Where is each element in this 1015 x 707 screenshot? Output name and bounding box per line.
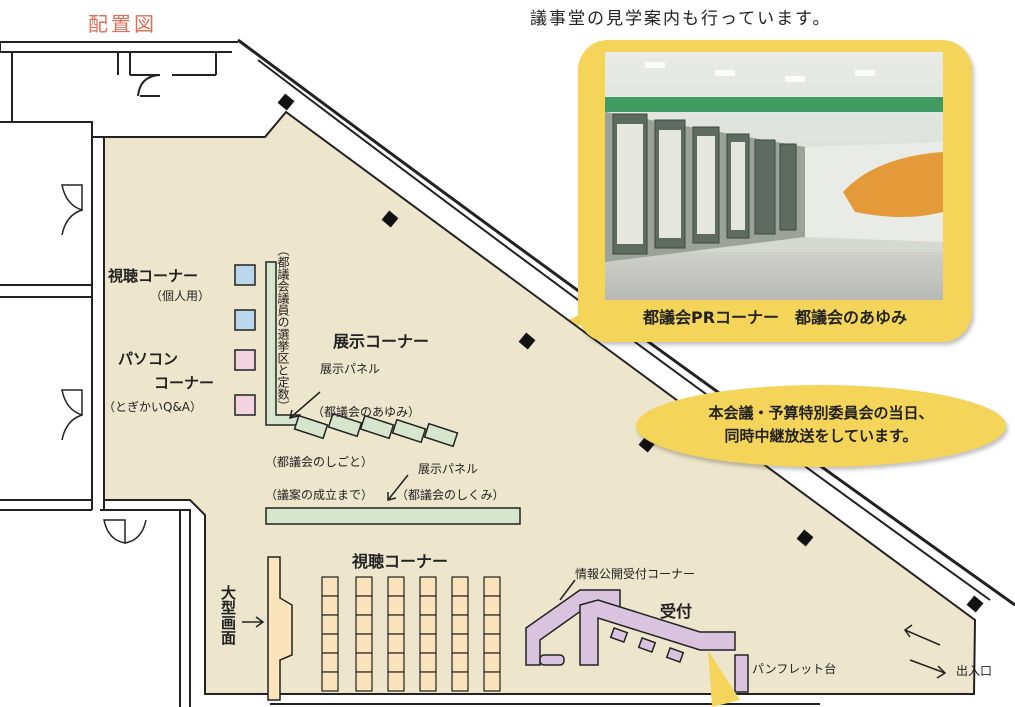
broadcast-callout: 本会議・予算特別委員会の当日、 同時中継放送をしています。: [636, 385, 1006, 467]
structure-label: （都議会のしくみ）: [396, 488, 505, 502]
seat: [321, 633, 339, 654]
seat: [321, 576, 339, 597]
seat: [355, 633, 373, 654]
exit-label: 出入口: [956, 664, 993, 678]
reception-counter: [579, 599, 736, 666]
viewing-personal-sub: （個人用）: [150, 289, 211, 303]
pc-corner-line1: パソコン: [118, 350, 179, 368]
top-notice-text: 議事堂の見学案内も行っています。: [530, 9, 832, 29]
pc-corner-sub: （とぎかいQ&A）: [103, 400, 203, 414]
seat: [387, 652, 405, 673]
info-disclosure-label: 情報公開受付コーナー: [575, 567, 696, 581]
seat: [419, 671, 437, 692]
seat: [355, 576, 373, 597]
adjacent-rooms: [0, 41, 820, 707]
exhibition-panel-long: [265, 507, 521, 525]
seat: [451, 652, 469, 673]
seat: [419, 576, 437, 597]
large-screen: [267, 556, 293, 701]
pamphlet-label: パンフレット台: [752, 662, 837, 676]
seat: [387, 595, 405, 616]
bill-label: （議案の成立まで）: [265, 488, 374, 502]
seat: [387, 576, 405, 597]
member-district-label: （都議会議員の選挙区と定数）: [276, 244, 290, 412]
pillar: [518, 332, 536, 350]
pillar: [381, 210, 399, 228]
seat: [419, 595, 437, 616]
pc-booth: [234, 394, 256, 416]
history-label: （都議会のあゆみ）: [312, 405, 421, 419]
seat: [321, 671, 339, 692]
seat: [483, 614, 501, 635]
work-label: （都議会のしごと）: [265, 455, 374, 469]
seat: [483, 633, 501, 654]
seat: [355, 614, 373, 635]
pillar: [796, 529, 814, 547]
member-district-wall: [265, 261, 301, 426]
seat: [483, 652, 501, 673]
seat: [483, 671, 501, 692]
reception-chairs: [539, 626, 685, 666]
exhibition-corner-label: 展示コーナー: [333, 332, 430, 351]
pc-booth: [234, 349, 256, 371]
exhibition-panel-label-1: 展示パネル: [320, 362, 381, 376]
seat: [355, 671, 373, 692]
pillar: [277, 93, 295, 111]
seat: [355, 652, 373, 673]
photo-caption: 都議会PRコーナー 都議会のあゆみ: [642, 308, 908, 327]
seat: [355, 595, 373, 616]
pc-corner-line2: コーナー: [154, 374, 215, 392]
seat: [451, 633, 469, 654]
door-swings: [61, 184, 147, 544]
pr-corner-photo: [605, 52, 943, 300]
broadcast-note-line2: 同時中継放送をしています。: [724, 427, 918, 445]
broadcast-note-line1: 本会議・予算特別委員会の当日、: [708, 404, 934, 422]
exhibition-hall-floor: [103, 110, 977, 695]
seat: [387, 671, 405, 692]
pillar: [966, 595, 984, 613]
seating-area: [321, 576, 501, 692]
seat: [483, 595, 501, 616]
viewing-main-label: 視聴コーナー: [352, 552, 449, 571]
viewing-booth: [234, 264, 256, 286]
seat: [387, 614, 405, 635]
viewing-personal-label: 視聴コーナー: [108, 267, 199, 285]
exhibition-panel-label-2: 展示パネル: [418, 462, 479, 476]
seat: [451, 576, 469, 597]
viewing-booth: [234, 309, 256, 331]
exhibition-panels-slanted: [293, 412, 459, 448]
seat: [321, 652, 339, 673]
reception-label: 受付: [660, 602, 693, 621]
seat: [387, 633, 405, 654]
seat: [451, 614, 469, 635]
pamphlet-stand: [734, 654, 749, 693]
seat: [451, 671, 469, 692]
pr-corner-photo-callout: 都議会PRコーナー 都議会のあゆみ: [578, 40, 972, 342]
seat: [483, 576, 501, 597]
seat: [321, 595, 339, 616]
seat: [451, 595, 469, 616]
seat: [419, 614, 437, 635]
large-screen-label: 大型画面: [219, 585, 237, 645]
floor-plan-title: 配置図: [88, 12, 157, 36]
seat: [419, 633, 437, 654]
exhibition-room-photo: [605, 52, 943, 300]
seat: [419, 652, 437, 673]
seat: [321, 614, 339, 635]
arrows: [288, 391, 947, 679]
